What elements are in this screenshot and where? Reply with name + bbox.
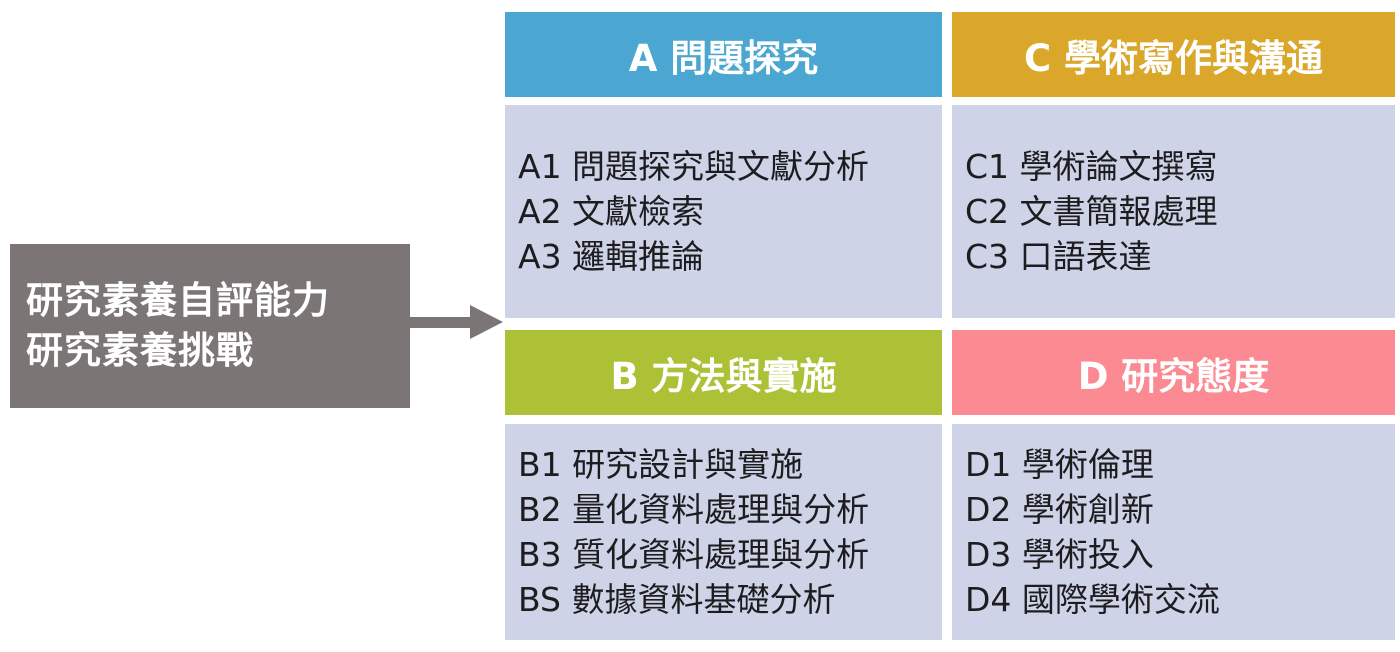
quadrant-d-header: D 研究態度 bbox=[952, 330, 1395, 415]
source-label-line2: 研究素養挑戰 bbox=[26, 329, 254, 372]
arrow-right-head-icon bbox=[470, 305, 503, 339]
list-item: D4 國際學術交流 bbox=[965, 580, 1220, 619]
quadrant-a-body: A1 問題探究與文獻分析 A2 文獻檢索 A3 邏輯推論 bbox=[505, 105, 942, 318]
source-box: 研究素養自評能力 研究素養挑戰 bbox=[10, 244, 410, 408]
quadrant-b-body: B1 研究設計與實施 B2 量化資料處理與分析 B3 質化資料處理與分析 BS … bbox=[505, 424, 942, 640]
quadrant-c-header: C 學術寫作與溝通 bbox=[952, 12, 1395, 97]
quadrant-c-body: C1 學術論文撰寫 C2 文書簡報處理 C3 口語表達 bbox=[952, 105, 1395, 318]
list-item: C3 口語表達 bbox=[965, 237, 1152, 276]
arrow-right-icon bbox=[410, 317, 473, 328]
list-item: D3 學術投入 bbox=[965, 535, 1154, 574]
list-item: B3 質化資料處理與分析 bbox=[518, 535, 870, 574]
list-item: B1 研究設計與實施 bbox=[518, 445, 804, 484]
list-item: B2 量化資料處理與分析 bbox=[518, 490, 870, 529]
list-item: D1 學術倫理 bbox=[965, 445, 1154, 484]
list-item: C1 學術論文撰寫 bbox=[965, 147, 1218, 186]
quadrant-b-header: B 方法與實施 bbox=[505, 330, 942, 415]
quadrant-d-body: D1 學術倫理 D2 學術創新 D3 學術投入 D4 國際學術交流 bbox=[952, 424, 1395, 640]
quadrant-a-header: A 問題探究 bbox=[505, 12, 942, 97]
list-item: A1 問題探究與文獻分析 bbox=[518, 147, 870, 186]
list-item: BS 數據資料基礎分析 bbox=[518, 580, 836, 619]
list-item: C2 文書簡報處理 bbox=[965, 192, 1218, 231]
list-item: A2 文獻檢索 bbox=[518, 192, 705, 231]
source-label-line1: 研究素養自評能力 bbox=[26, 279, 330, 322]
list-item: A3 邏輯推論 bbox=[518, 237, 705, 276]
list-item: D2 學術創新 bbox=[965, 490, 1154, 529]
